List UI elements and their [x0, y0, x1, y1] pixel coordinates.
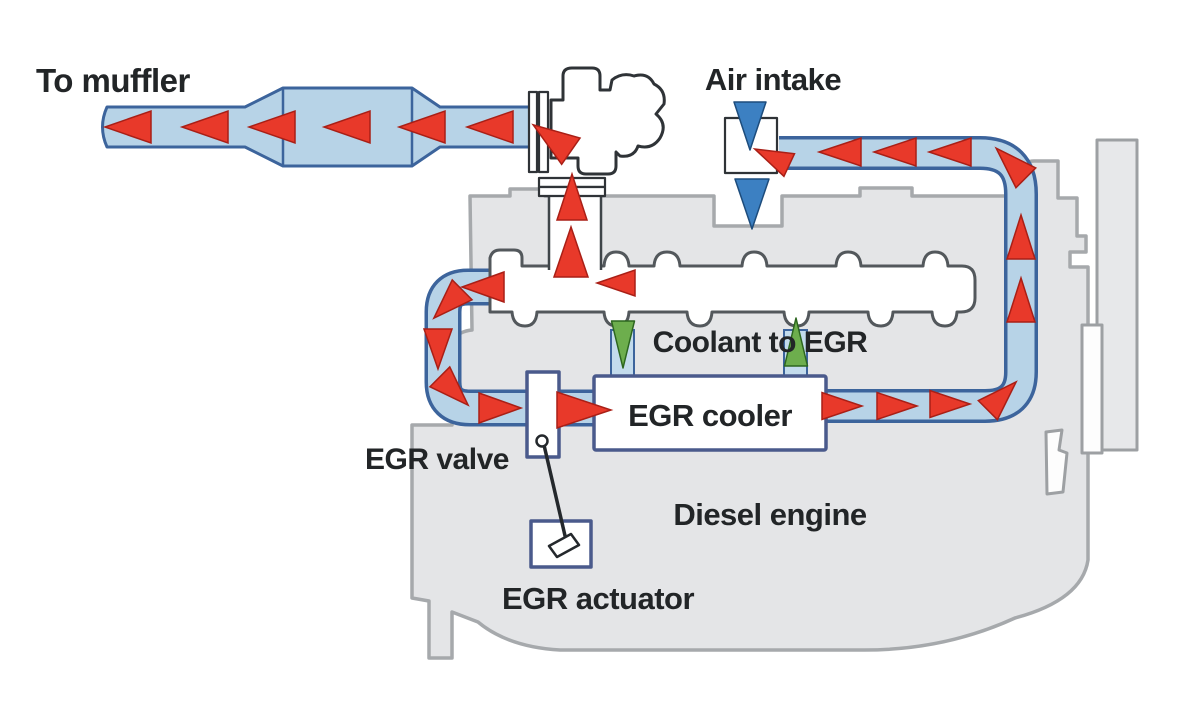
red-flow-arrow — [871, 136, 917, 168]
actuator-rod — [542, 444, 568, 541]
engine-rear-housing-bar — [1095, 138, 1139, 452]
red-flow-arrow — [816, 136, 862, 168]
label-egr-actuator: EGR actuator — [502, 581, 695, 616]
label-coolant-to-egr: Coolant to EGR — [653, 326, 868, 359]
red-flow-arrow — [432, 278, 474, 320]
intake-air-arrows — [733, 101, 770, 230]
label-egr-cooler: EGR cooler — [628, 398, 792, 433]
red-flow-arrow — [464, 109, 514, 145]
engine-rear-inner-bar — [1080, 323, 1104, 455]
red-flow-arrow — [926, 136, 972, 168]
red-flow-arrow — [752, 147, 796, 178]
red-flow-arrow — [977, 380, 1018, 421]
red-flow-arrow — [478, 391, 524, 425]
turbo-body — [549, 66, 666, 176]
red-flow-arrow — [321, 109, 371, 145]
valve-pivot — [535, 434, 549, 448]
red-flow-arrow — [555, 171, 589, 221]
green-coolant-arrow — [783, 317, 809, 367]
red-flow-arrow — [594, 268, 636, 298]
red-flow-arrow — [1005, 212, 1037, 260]
red-flow-arrow — [459, 270, 505, 304]
label-egr-valve: EGR valve — [365, 443, 509, 476]
exhaust-manifold — [488, 248, 977, 328]
green-coolant-arrow — [610, 320, 636, 369]
red-flow-arrow — [556, 390, 614, 430]
blue-air-arrow — [734, 178, 770, 230]
actuator-rod-end — [547, 532, 581, 559]
coolant-flow-arrows — [610, 317, 809, 369]
red-flow-arrow — [179, 109, 229, 145]
turbo-inlet-flange — [527, 90, 539, 174]
red-flow-arrow — [876, 391, 920, 421]
red-flow-arrow — [994, 146, 1038, 190]
red-flow-arrow — [821, 391, 865, 421]
exhaust-flow-arrows — [102, 109, 1038, 430]
red-flow-arrow — [929, 389, 973, 419]
red-flow-arrow — [422, 328, 454, 372]
label-diesel-engine: Diesel engine — [673, 497, 867, 532]
red-flow-arrow — [531, 123, 582, 166]
label-air-intake: Air intake — [705, 62, 842, 97]
red-flow-arrow — [102, 109, 152, 145]
red-flow-arrow — [396, 109, 446, 145]
red-flow-arrow — [552, 224, 590, 278]
red-flow-arrow — [428, 365, 470, 407]
blue-air-arrow — [733, 101, 767, 151]
engine-side-fitting — [1044, 428, 1069, 496]
red-flow-arrow — [1005, 275, 1037, 323]
red-flow-arrow — [246, 109, 296, 145]
label-to-muffler: To muffler — [36, 62, 191, 99]
